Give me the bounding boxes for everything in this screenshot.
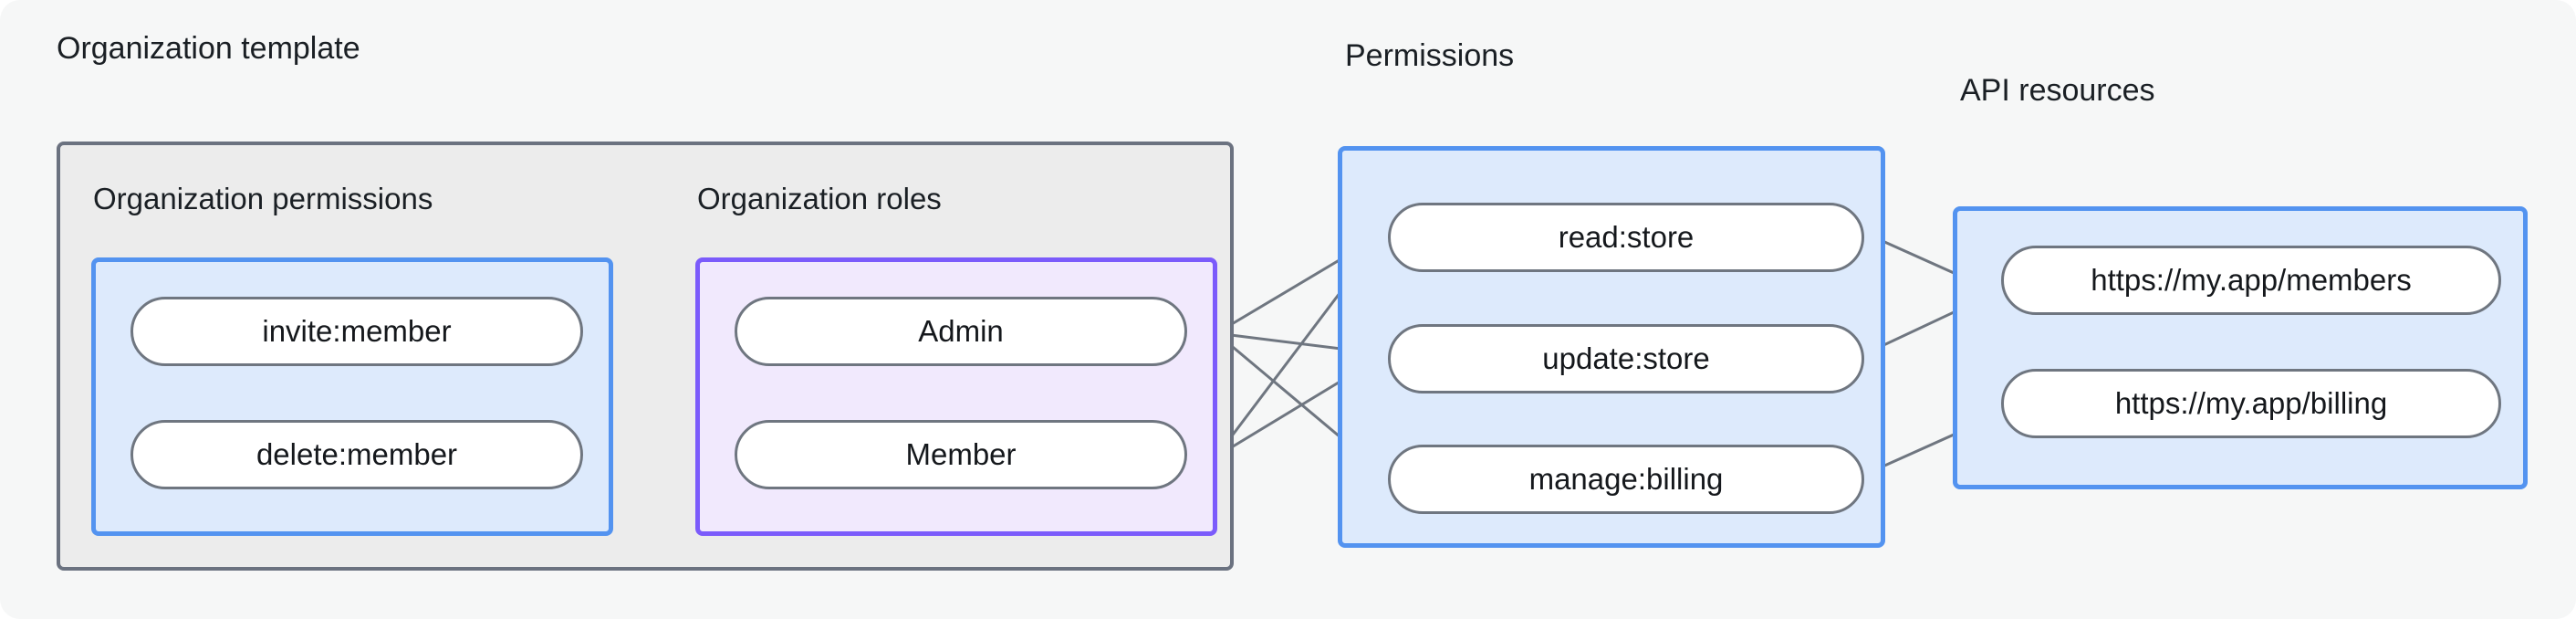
- node-member-label: Member: [905, 437, 1017, 471]
- node-members-url-label: https://my.app/members: [2091, 263, 2412, 297]
- node-admin-label: Admin: [918, 314, 1004, 348]
- permissions-group: read:store update:store manage:billing: [1338, 146, 1885, 548]
- node-update-store[interactable]: update:store: [1388, 324, 1864, 393]
- node-member[interactable]: Member: [735, 420, 1187, 489]
- node-delete-member[interactable]: delete:member: [130, 420, 583, 489]
- api-resources-group: https://my.app/members https://my.app/bi…: [1953, 206, 2528, 489]
- organization-template-container: Organization permissions Organization ro…: [57, 142, 1234, 571]
- node-invite-member[interactable]: invite:member: [130, 297, 583, 366]
- api-resources-caption: API resources: [1960, 73, 2155, 108]
- permissions-caption: Permissions: [1345, 38, 1515, 73]
- node-manage-billing-label: manage:billing: [1528, 462, 1724, 496]
- node-invite-member-label: invite:member: [262, 314, 452, 348]
- node-manage-billing[interactable]: manage:billing: [1388, 445, 1864, 514]
- node-delete-member-label: delete:member: [256, 437, 458, 471]
- node-update-store-label: update:store: [1542, 341, 1710, 375]
- organization-permissions-group: invite:member delete:member: [91, 257, 613, 536]
- node-read-store-label: read:store: [1558, 220, 1695, 254]
- node-billing-url[interactable]: https://my.app/billing: [2001, 369, 2501, 438]
- organization-roles-group: Admin Member: [695, 257, 1217, 536]
- node-admin[interactable]: Admin: [735, 297, 1187, 366]
- node-read-store[interactable]: read:store: [1388, 203, 1864, 272]
- node-billing-url-label: https://my.app/billing: [2114, 386, 2388, 420]
- organization-template-caption: Organization template: [57, 31, 360, 66]
- organization-permissions-caption: Organization permissions: [93, 182, 433, 215]
- organization-roles-caption: Organization roles: [697, 182, 942, 215]
- node-members-url[interactable]: https://my.app/members: [2001, 246, 2501, 315]
